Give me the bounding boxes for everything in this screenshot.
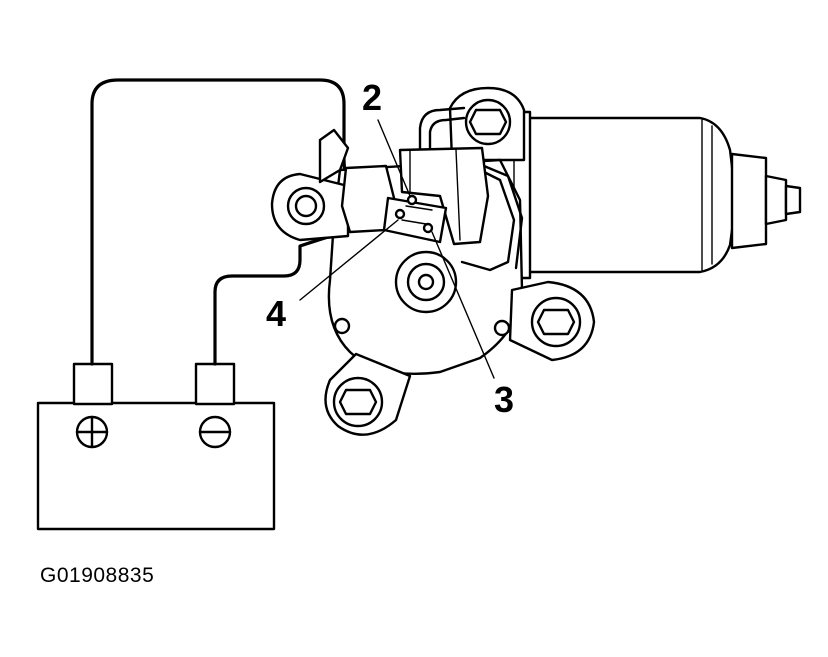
pin-2-terminal xyxy=(406,194,418,206)
motor-harness xyxy=(418,106,466,154)
battery-positive-post xyxy=(72,362,114,406)
callout-3: 3 xyxy=(494,379,514,420)
callout-2: 2 xyxy=(362,77,382,118)
callout-4: 4 xyxy=(266,293,286,334)
output-shaft xyxy=(394,250,458,314)
upper-bolt xyxy=(464,98,512,146)
leader-line-2 xyxy=(377,119,411,197)
figure-id: G01908835 xyxy=(40,564,155,587)
pin-3-terminal xyxy=(422,222,434,234)
motor-connector xyxy=(382,194,448,244)
motor-housing xyxy=(518,116,738,274)
battery-negative-post xyxy=(194,362,236,406)
pin-4-terminal xyxy=(394,208,406,220)
positive-test-wire xyxy=(90,78,348,366)
leader-line-3 xyxy=(431,231,495,379)
battery xyxy=(36,362,276,531)
battery-case xyxy=(36,401,276,531)
wiper-motor xyxy=(270,86,802,436)
leader-line-4 xyxy=(299,219,399,301)
bottom-bolt xyxy=(332,376,384,428)
plus-terminal-icon xyxy=(75,415,109,449)
left-bolt xyxy=(286,186,326,226)
right-bolt xyxy=(530,296,582,348)
minus-terminal-icon xyxy=(198,415,232,449)
